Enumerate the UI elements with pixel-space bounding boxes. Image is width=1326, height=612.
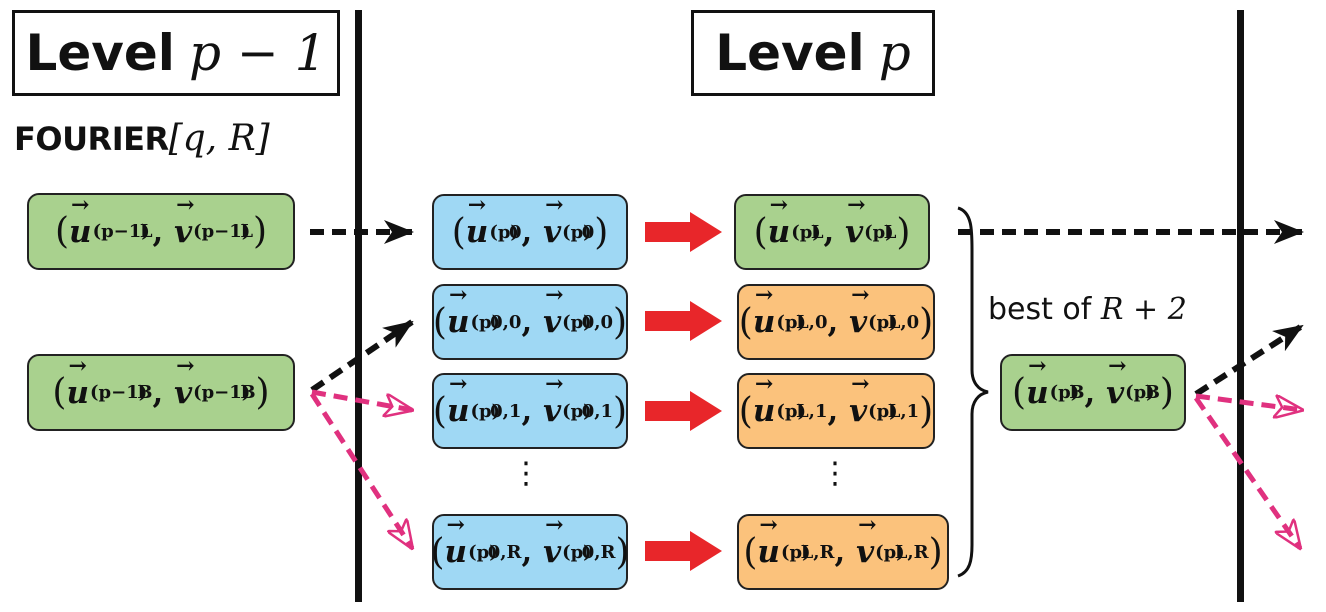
pink-arrow-prevB-to-in0R bbox=[309, 392, 412, 548]
box-best-B: (u(p)B, v(p)B) bbox=[1000, 353, 1186, 431]
red-arrow-row-0 bbox=[645, 212, 722, 252]
box-prev-B: (u(p−1)B, v(p−1)B) bbox=[27, 353, 295, 431]
pink-arrow-bestB-2 bbox=[1193, 396, 1300, 548]
box-in-0R: (u(p)0,R, v(p)0,R) bbox=[431, 512, 630, 590]
subtitle-word: FOURIER bbox=[14, 120, 169, 158]
best-of-text: best of bbox=[988, 292, 1101, 327]
box-prev-L: (u(p−1)L, v(p−1)L) bbox=[27, 192, 295, 270]
best-of-math: R + 2 bbox=[1100, 292, 1187, 327]
pink-arrow-bestB-1 bbox=[1195, 393, 1302, 410]
title-math: p bbox=[878, 24, 911, 82]
title-word: Level bbox=[715, 24, 865, 82]
red-arrows bbox=[645, 212, 722, 571]
pink-arrow-prevB-to-in01 bbox=[311, 389, 412, 410]
level-p-title: Level p bbox=[691, 10, 935, 96]
brace bbox=[957, 206, 989, 578]
box-out-LR: (u(p)L,R, v(p)L,R) bbox=[737, 512, 949, 590]
box-in-00: (u(p)0,0, v(p)0,0) bbox=[432, 282, 628, 360]
box-in-0: (u(p)0, v(p)0) bbox=[432, 192, 628, 270]
box-out-L: (u(p)L, v(p)L) bbox=[734, 192, 930, 270]
red-arrow-row-0R bbox=[645, 531, 722, 571]
vdots-out: ⋮ bbox=[820, 456, 850, 491]
dashed-arrow-bestB-to-next bbox=[1194, 323, 1304, 397]
level-divider-right bbox=[1237, 10, 1244, 602]
title-word: Level bbox=[25, 24, 175, 82]
dashed-arrow-prevB-to-in00 bbox=[310, 319, 414, 393]
red-arrow-row-00 bbox=[645, 301, 722, 341]
best-of-label: best of R + 2 bbox=[988, 292, 1187, 327]
subtitle-math: [q, R] bbox=[168, 118, 270, 159]
fourier-subtitle: FOURIER[q, R] bbox=[14, 118, 270, 159]
box-out-L1: (u(p)L,1, v(p)L,1) bbox=[737, 371, 935, 449]
title-math: p − 1 bbox=[188, 24, 327, 82]
level-p-minus-1-title: Level p − 1 bbox=[12, 10, 340, 96]
box-out-L0: (u(p)L,0, v(p)L,0) bbox=[737, 282, 935, 360]
level-divider-left bbox=[355, 10, 362, 602]
red-arrow-row-01 bbox=[645, 391, 722, 431]
vdots-in: ⋮ bbox=[511, 456, 541, 491]
box-in-01: (u(p)0,1, v(p)0,1) bbox=[432, 371, 628, 449]
